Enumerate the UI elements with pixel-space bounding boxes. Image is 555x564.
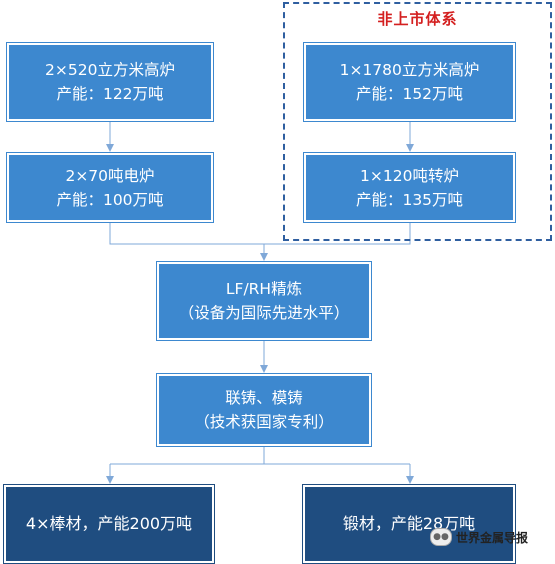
node-line1: 1×1780立方米高炉	[339, 61, 480, 79]
node-bars: 4×棒材，产能200万吨	[4, 485, 214, 563]
connector-eaf-to-refining	[109, 223, 264, 245]
node-line2: 产能：135万吨	[355, 190, 464, 209]
node-refining: LF/RH精炼 （设备为国际先进水平）	[157, 262, 371, 340]
node-line2: （技术获国家专利）	[194, 413, 334, 431]
node-forgings: 锻材，产能28万吨	[303, 485, 515, 563]
non-listed-system-title: 非上市体系	[377, 10, 458, 28]
node-line2: 产能：100万吨	[56, 190, 164, 209]
connector-converter-to-refining	[264, 223, 411, 245]
node-line1: 联铸、模铸	[225, 389, 303, 407]
node-line2: 产能：122万吨	[56, 85, 164, 103]
node-line1: 2×70吨电炉	[65, 166, 155, 185]
node-line1: 1×120吨转炉	[360, 166, 459, 185]
node-line1: 4×棒材，产能200万吨	[25, 514, 193, 533]
node-converter-1x120: 1×120吨转炉 产能：135万吨	[304, 153, 515, 222]
watermark: ●● 世界金属导报	[430, 528, 528, 546]
wechat-icon: ●●	[430, 528, 452, 546]
node-casting: 联铸、模铸 （技术获国家专利）	[157, 374, 371, 446]
non-listed-system-group	[283, 2, 552, 241]
watermark-text: 世界金属导报	[456, 530, 529, 545]
node-blast-furnace-1x1780: 1×1780立方米高炉 产能：152万吨	[304, 43, 515, 121]
node-line2: 产能：152万吨	[355, 85, 464, 103]
node-line1: LF/RH精炼	[225, 280, 303, 298]
node-line1: 2×520立方米高炉	[45, 61, 175, 79]
node-line2: （设备为国际先进水平）	[178, 304, 350, 322]
node-blast-furnace-2x520: 2×520立方米高炉 产能：122万吨	[7, 43, 213, 121]
node-eaf-2x70: 2×70吨电炉 产能：100万吨	[7, 153, 213, 222]
